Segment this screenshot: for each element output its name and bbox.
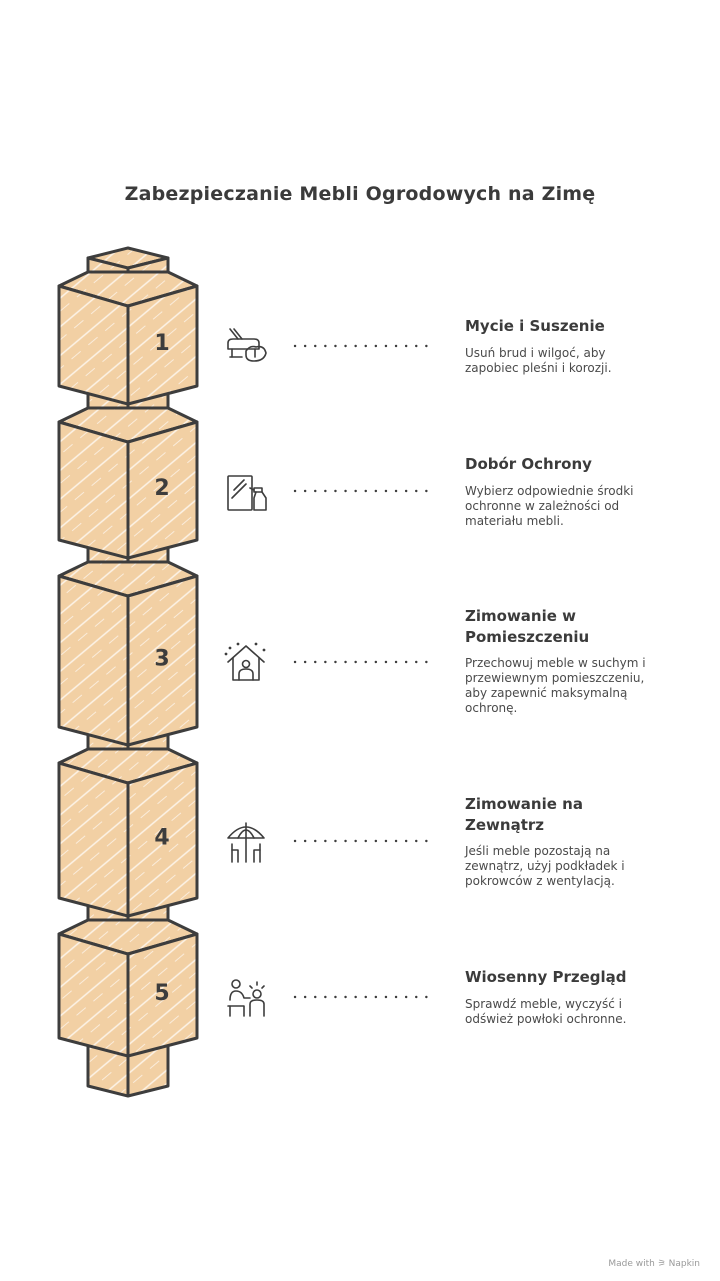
step-2-title: Dobór Ochrony: [465, 455, 592, 473]
diagram-title: Zabezpieczanie Mebli Ogrodowych na Zimę: [124, 183, 596, 205]
spray-bottle-icon: [224, 470, 268, 514]
box-2-left-face: [57, 420, 130, 560]
box-1-number: 1: [154, 331, 169, 356]
step-5-description: Sprawdź meble, wyczyść i odśwież powłoki…: [465, 997, 627, 1026]
box-2-right-face: [126, 420, 199, 560]
box-1-right-face: [126, 284, 199, 406]
step-3-title: Zimowanie w Pomieszczeniu: [465, 607, 590, 646]
step-4-description: Jeśli meble pozostają na zewnątrz, użyj …: [465, 844, 625, 888]
box-3-number: 3: [154, 647, 169, 672]
step-3-description: Przechowuj meble w suchym i przewiewnym …: [465, 656, 646, 715]
patio-umbrella-icon: [224, 820, 268, 864]
step-1-description: Usuń brud i wilgoć, aby zapobiec pleśni …: [465, 346, 612, 375]
person-inspecting-icon: [224, 976, 268, 1020]
box-4-right-face: [126, 761, 199, 918]
house-person-icon: [224, 640, 268, 684]
box-4-number: 4: [154, 826, 169, 851]
box-5-left-face: [57, 932, 130, 1058]
step-1-title: Mycie i Suszenie: [465, 317, 605, 335]
connector-3: [293, 660, 429, 664]
box-2-number: 2: [154, 476, 169, 501]
step-4-title: Zimowanie na Zewnątrz: [465, 795, 583, 834]
sofa-cleaning-icon: [224, 325, 268, 369]
connector-1: [293, 344, 429, 348]
connector-4: [293, 839, 429, 843]
box-3-left-face: [57, 574, 130, 747]
box-1-left-face: [57, 284, 130, 406]
box-4-left-face: [57, 761, 130, 918]
footer-credit: Made with ⚞ Napkin: [608, 1259, 700, 1269]
connector-5: [293, 995, 429, 999]
connector-2: [293, 489, 429, 493]
box-5-right-face: [126, 932, 199, 1058]
box-5-number: 5: [154, 981, 169, 1006]
box-3-right-face: [126, 574, 199, 747]
step-5-title: Wiosenny Przegląd: [465, 968, 627, 986]
step-2-description: Wybierz odpowiednie środki ochronne w za…: [465, 484, 634, 528]
